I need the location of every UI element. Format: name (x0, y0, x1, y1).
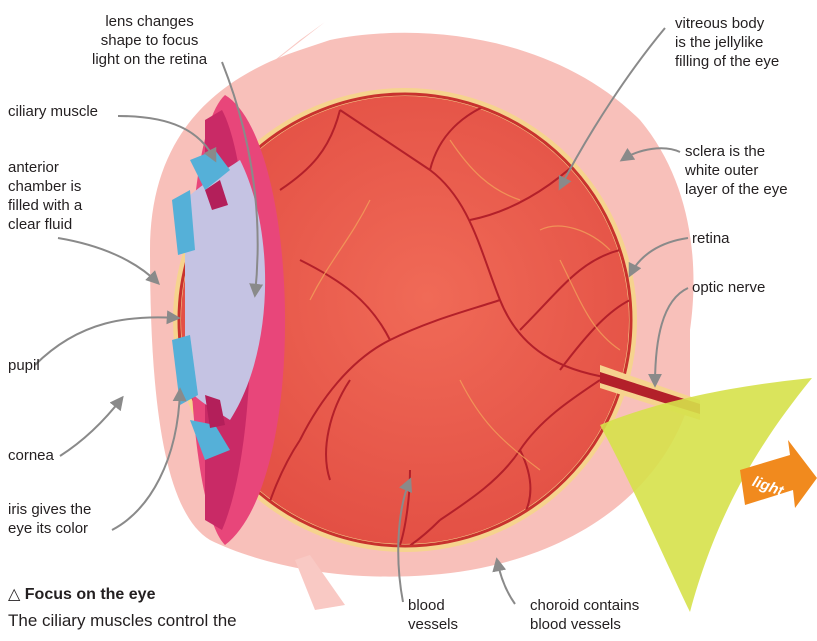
vitreous-body-label: vitreous body is the jellylike filling o… (675, 14, 779, 71)
iris-label: iris gives the eye its color (8, 500, 91, 538)
choroid-label: choroid contains blood vessels (530, 596, 639, 634)
cornea-label: cornea (8, 446, 54, 465)
light-beam (600, 378, 817, 612)
optic-nerve-label-line: optic nerve (692, 278, 765, 297)
vitreous-label-line: filling of the eye (675, 52, 779, 71)
sclera-label-line: sclera is the (685, 142, 788, 161)
blood-vessels-label-line: blood (408, 596, 458, 615)
caption-title-text: Focus on the eye (25, 586, 156, 603)
caption-title: △ Focus on the eye (8, 584, 155, 604)
lens-label-line: light on the retina (92, 50, 207, 69)
choroid-label-line: blood vessels (530, 615, 639, 634)
ciliary-label-line: ciliary muscle (8, 102, 98, 121)
sclera-label-line: white outer (685, 161, 788, 180)
iris-label-line: eye its color (8, 519, 91, 538)
pupil-label-line: pupil (8, 356, 40, 375)
cornea-label-line: cornea (8, 446, 54, 465)
anterior-label-line: chamber is (8, 177, 82, 196)
anterior-label-line: anterior (8, 158, 82, 177)
caption-body: The ciliary muscles control the (8, 610, 237, 631)
anterior-label-line: filled with a (8, 196, 82, 215)
lens-label: lens changes shape to focus light on the… (92, 12, 207, 69)
optic-nerve-label: optic nerve (692, 278, 765, 297)
lens-label-line: lens changes (92, 12, 207, 31)
blood-vessels-label-line: vessels (408, 615, 458, 634)
ciliary-muscle-label: ciliary muscle (8, 102, 98, 121)
lens-label-line: shape to focus (92, 31, 207, 50)
anterior-label-line: clear fluid (8, 215, 82, 234)
retina-label: retina (692, 229, 730, 248)
vitreous-label-line: vitreous body (675, 14, 779, 33)
anterior-chamber-label: anterior chamber is filled with a clear … (8, 158, 82, 234)
choroid-label-line: choroid contains (530, 596, 639, 615)
vitreous-label-line: is the jellylike (675, 33, 779, 52)
iris-label-line: iris gives the (8, 500, 91, 519)
triangle-up-icon: △ (8, 586, 20, 603)
pupil-label: pupil (8, 356, 40, 375)
sclera-label-line: layer of the eye (685, 180, 788, 199)
blood-vessels-label: blood vessels (408, 596, 458, 634)
retina-label-line: retina (692, 229, 730, 248)
sclera-label: sclera is the white outer layer of the e… (685, 142, 788, 199)
